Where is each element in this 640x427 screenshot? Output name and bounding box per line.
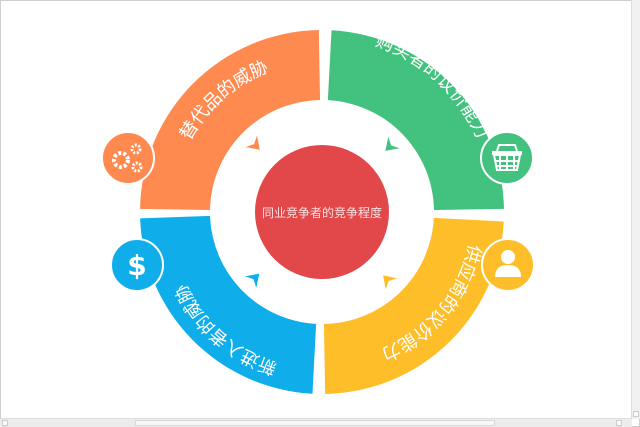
segment-new-entrants <box>140 215 317 394</box>
dollar-icon: $ <box>110 238 164 292</box>
horizontal-scroll-thumb[interactable] <box>135 420 495 426</box>
svg-text:$: $ <box>127 249 146 282</box>
vertical-scrollbar[interactable] <box>631 0 640 419</box>
gears-icon <box>101 131 155 185</box>
arrow-icon <box>245 135 260 150</box>
user-icon <box>481 238 535 292</box>
scroll-left-button[interactable] <box>2 420 8 426</box>
center-label: 同业竞争者的竞争程度 <box>262 205 382 220</box>
scroll-down-button[interactable] <box>633 411 639 417</box>
center-circle <box>255 145 389 279</box>
segment-buyers <box>327 30 504 211</box>
horizontal-scrollbar[interactable] <box>0 418 632 427</box>
scroll-right-button[interactable] <box>616 420 622 426</box>
arrow-icon <box>245 273 260 288</box>
segment-suppliers <box>323 217 504 394</box>
arrow-icon <box>385 136 400 151</box>
segment-substitutes <box>140 30 321 211</box>
arrow-icon <box>383 275 398 290</box>
shopping-basket-icon <box>480 131 534 185</box>
